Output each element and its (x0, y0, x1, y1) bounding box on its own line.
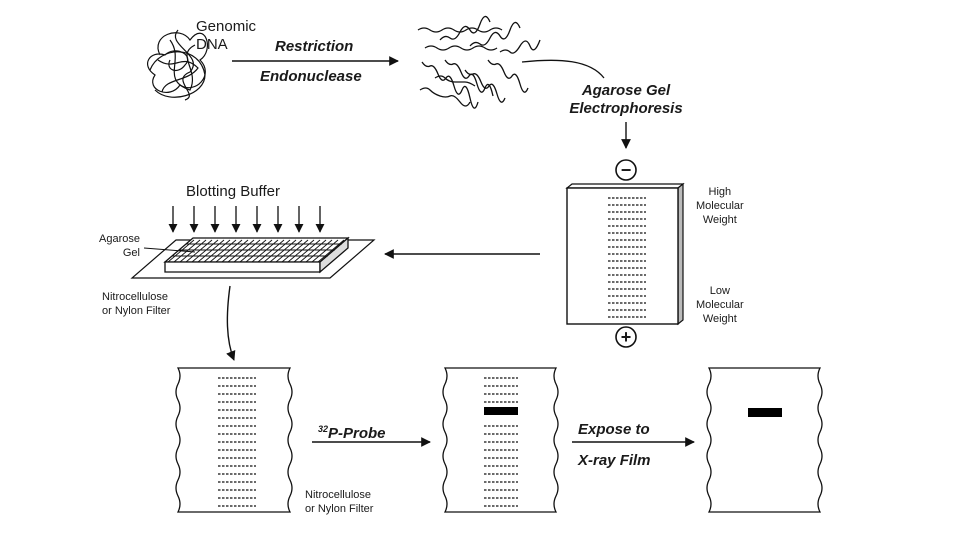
buffer-arrow-group (168, 206, 325, 233)
gel-hatch-line (227, 239, 255, 263)
xray-film-panel (706, 367, 823, 513)
endonuclease-label: Endonuclease (260, 68, 362, 85)
blotting-buffer-label: Blotting Buffer (186, 183, 280, 200)
electrophoresis-gel (565, 182, 685, 326)
filter-label-top: Nitrocellulose or Nylon Filter (102, 291, 171, 317)
gel-hatch-line (245, 239, 273, 263)
filter-2-band-ladder (484, 377, 518, 507)
gel-hatch-line (215, 239, 243, 263)
gel-hatch-line (299, 239, 327, 263)
cathode-sign: − (620, 160, 632, 180)
gel-hatch-line (185, 239, 213, 263)
filter-label-bottom: Nitrocellulose or Nylon Filter (305, 489, 374, 515)
gel-hatch-line (239, 239, 267, 263)
filter-1-band-ladder (218, 377, 256, 507)
gel-hatch-line (191, 239, 219, 263)
probe-superscript: 32 (318, 424, 329, 434)
gel-hatch-line (257, 239, 285, 263)
restriction-label: Restriction (275, 38, 354, 55)
low-mw-label: Low Molecular Weight (696, 285, 744, 325)
gel-hatch-line (197, 239, 225, 263)
gel-hatch-line (293, 239, 321, 263)
blot-apparatus (130, 236, 376, 279)
gel-hatch-line (251, 239, 279, 263)
gel-hatch-line (281, 239, 309, 263)
expose-to-label: Expose to (578, 421, 650, 438)
autoradiograph-band (748, 408, 782, 417)
dna-fragments-icon (417, 15, 541, 109)
electrophoresis-label: Agarose Gel Electrophoresis (569, 82, 683, 117)
gel-hatch-line (287, 239, 315, 263)
gel-hatch-line (209, 239, 237, 263)
blot-to-filter-arrow (226, 285, 236, 361)
gel-hatch-line (317, 239, 345, 263)
fragments-to-gel-curve (521, 59, 605, 79)
filter-panel-1 (175, 367, 293, 513)
gel-hatch-line (263, 239, 291, 263)
genomic-dna-label: Genomic DNA (196, 18, 257, 53)
gel-hatch-line (275, 239, 303, 263)
gel-hatch-line (203, 239, 231, 263)
agarose-gel-pointer (143, 247, 196, 253)
gel-hatch-line (305, 239, 333, 263)
anode-circle (615, 326, 637, 348)
probe-label: 32P-Probe (318, 420, 386, 443)
cathode-circle (615, 159, 637, 181)
filter-panel-2 (442, 367, 559, 513)
gel-band-ladder (608, 197, 646, 318)
probe-text: P-Probe (328, 425, 386, 442)
gel-hatch-line (233, 239, 261, 263)
anode-sign: + (620, 327, 632, 347)
genomic-dna-tangle-icon (147, 29, 209, 101)
gel-hatch-line (269, 239, 297, 263)
hybridized-band (484, 407, 518, 415)
agarose-gel-label: Agarose Gel (99, 233, 140, 259)
xray-film-label: X-ray Film (578, 452, 651, 469)
gel-hatch-line (221, 239, 249, 263)
high-mw-label: High Molecular Weight (696, 186, 744, 226)
gel-hatch-line (179, 239, 207, 263)
gel-hatch-line (311, 239, 339, 263)
